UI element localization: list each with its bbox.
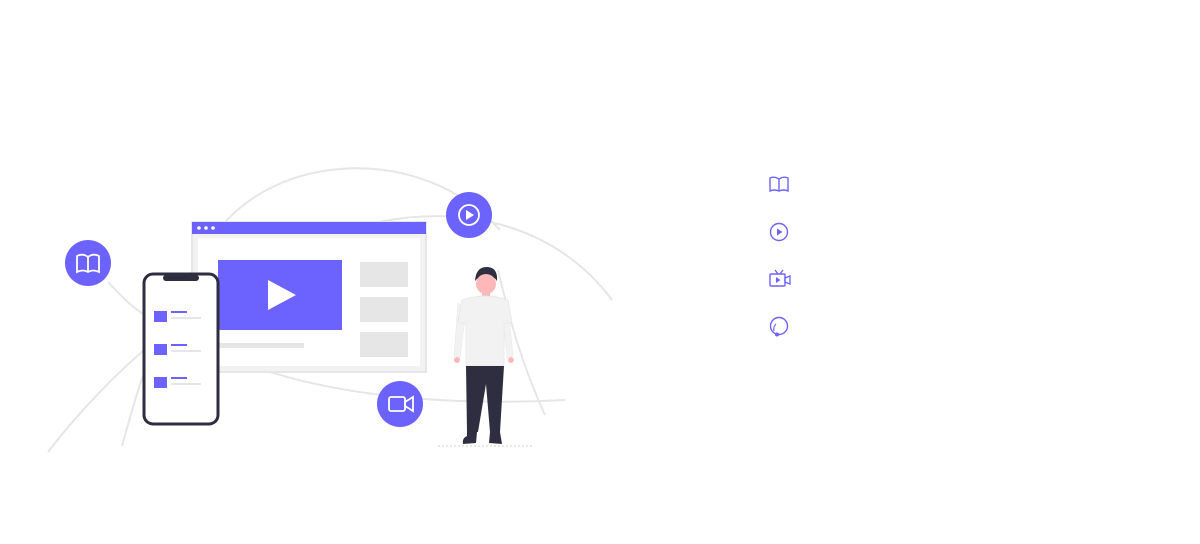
window-titlebar: [192, 222, 426, 234]
person-hair: [475, 266, 498, 281]
feature-item-watch[interactable]: [760, 217, 800, 247]
phone-list-item-1-icon: [154, 311, 167, 322]
book-open-icon: [769, 176, 789, 193]
chat-bubble-icon: [769, 316, 789, 337]
phone-list-item-2-line: [171, 344, 187, 346]
person-left-hand: [454, 357, 460, 363]
phone-list-item-1-line: [171, 311, 187, 313]
phone-list-item-2-sub: [171, 350, 201, 352]
feature-item-read[interactable]: [760, 170, 800, 200]
tv-play-icon: [769, 269, 791, 287]
feature-item-chat[interactable]: [760, 311, 800, 341]
curve-left-down: [47, 344, 151, 453]
hero-illustration: [47, 167, 613, 453]
window-dot-1: [197, 226, 201, 230]
feature-item-stream[interactable]: [760, 264, 800, 294]
phone-notch: [163, 275, 199, 281]
thumbnail-1: [360, 262, 408, 287]
browser-window: [191, 221, 427, 373]
phone-list-item-3-sub: [171, 383, 201, 385]
floating-play-icon: [446, 192, 492, 238]
phone-list-item-3-icon: [154, 377, 167, 388]
curve-person-side: [497, 269, 546, 416]
person-pants: [466, 366, 504, 432]
thumbnail-2: [360, 297, 408, 322]
phone-list-item-1-sub: [171, 317, 201, 319]
phone-list-item-2-icon: [154, 344, 167, 355]
person-left-shoe: [462, 432, 477, 444]
phone-list-item-3-line: [171, 377, 187, 379]
video-caption-bar: [218, 343, 304, 348]
floating-video-camera-icon: [377, 381, 423, 427]
smartphone: [142, 272, 220, 426]
floating-book-icon: [65, 240, 111, 286]
person-right-shoe: [489, 432, 502, 444]
standing-person: [438, 266, 532, 447]
play-circle-icon: [769, 222, 789, 242]
person-right-hand: [508, 357, 514, 363]
window-dot-3: [211, 226, 215, 230]
person-shirt: [457, 295, 513, 367]
person-head: [476, 274, 496, 294]
window-dot-2: [204, 226, 208, 230]
feature-list: [760, 170, 880, 358]
thumbnail-3: [360, 332, 408, 357]
video-play-icon: [268, 280, 296, 310]
curve-right-arc: [364, 215, 613, 301]
